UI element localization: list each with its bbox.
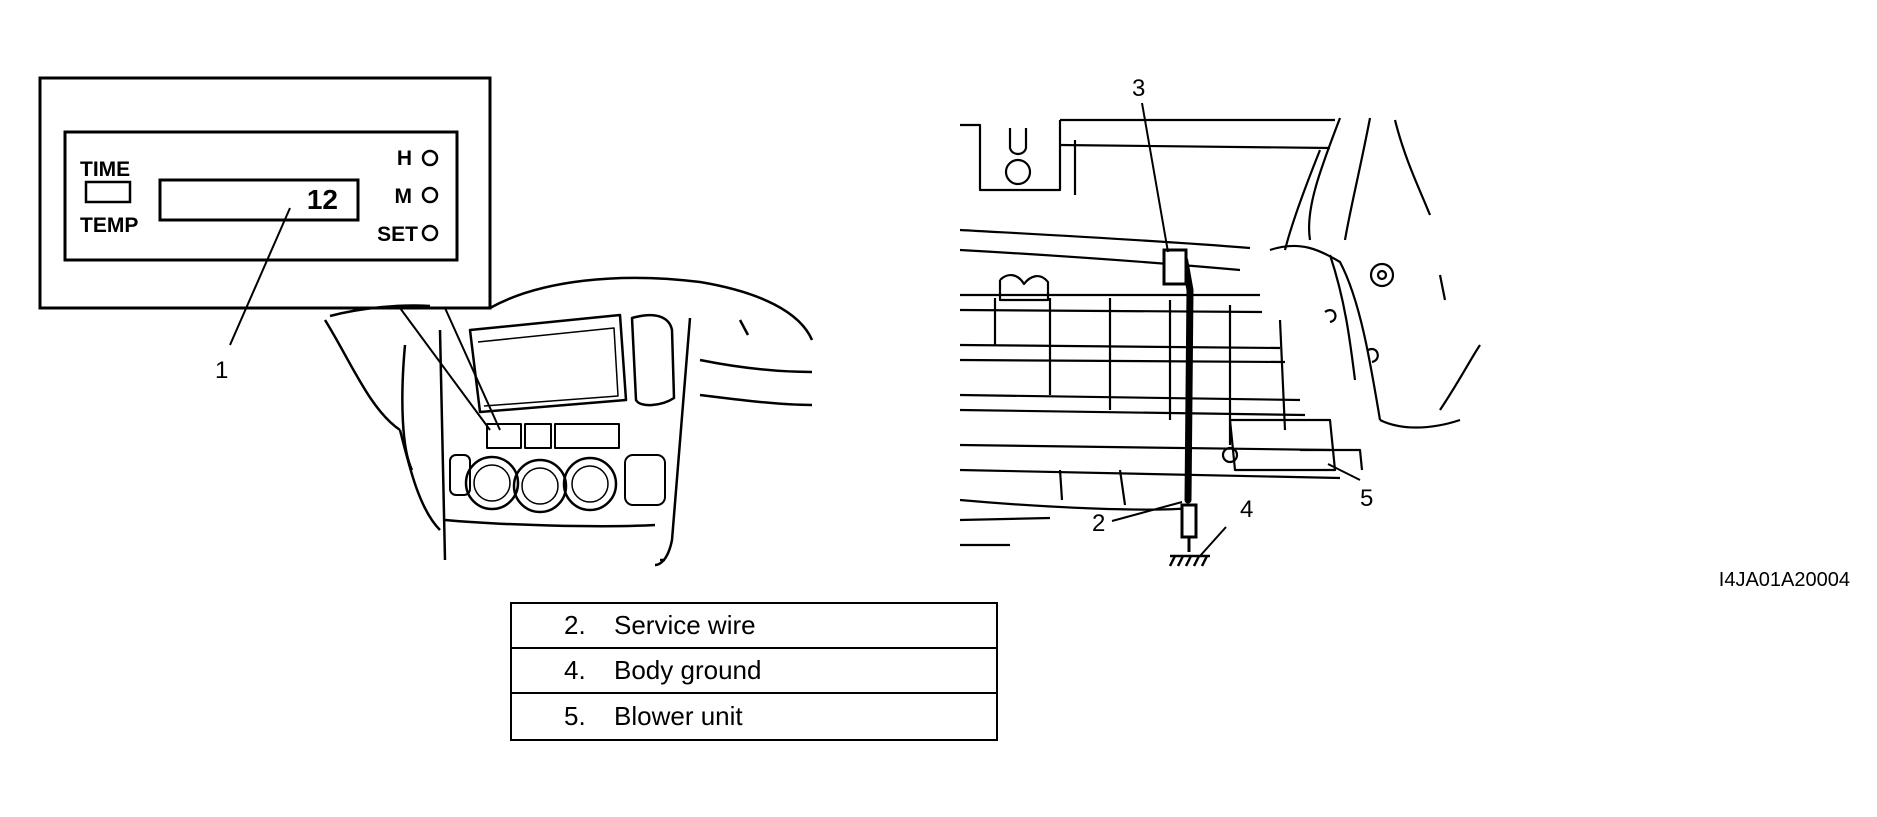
body-ground-icon <box>1168 554 1210 567</box>
time-temp-switch <box>84 180 132 204</box>
wire-connector <box>1162 248 1188 286</box>
time-label: TIME <box>80 158 130 181</box>
callout-3-leader <box>1141 102 1169 253</box>
callout-4: 4 <box>1240 496 1253 523</box>
callout-5-leader <box>1327 463 1361 481</box>
dashboard-illustration <box>323 276 814 567</box>
set-indicator-icon <box>421 224 439 242</box>
callout-4-leader <box>1199 526 1227 557</box>
legend-label: Service wire <box>614 610 756 640</box>
m-indicator-icon <box>421 186 439 204</box>
set-label: SET <box>377 223 418 246</box>
wire-terminal <box>1180 503 1198 539</box>
m-label: M <box>395 185 413 208</box>
temp-label: TEMP <box>80 214 138 237</box>
blower-unit-illustration <box>959 117 1481 547</box>
parts-legend-table: 2. Service wire 4. Body ground 5. Blower… <box>510 602 998 741</box>
housing-bolt-icon <box>1369 262 1395 288</box>
display-value: 12 <box>307 184 338 215</box>
callout-2-leader <box>1111 501 1183 522</box>
legend-number: 4. <box>564 655 586 685</box>
legend-label: Body ground <box>614 655 762 685</box>
figure-code: I4JA01A20004 <box>1719 569 1850 591</box>
callout-3: 3 <box>1132 75 1145 102</box>
callout-5: 5 <box>1360 485 1373 512</box>
callout-1-leader <box>229 207 291 346</box>
legend-number: 2. <box>564 610 586 640</box>
legend-row: 5. Blower unit <box>512 694 996 739</box>
h-label: H <box>397 147 412 170</box>
legend-row: 4. Body ground <box>512 649 996 694</box>
legend-number: 5. <box>564 701 586 731</box>
service-wire <box>1162 248 1198 552</box>
panel-display <box>158 178 360 222</box>
control-panel-inset <box>38 76 492 310</box>
legend-row: 2. Service wire <box>512 604 996 649</box>
legend-label: Blower unit <box>614 701 743 731</box>
callout-2: 2 <box>1092 510 1105 537</box>
h-indicator-icon <box>421 149 439 167</box>
callout-1: 1 <box>215 357 228 384</box>
